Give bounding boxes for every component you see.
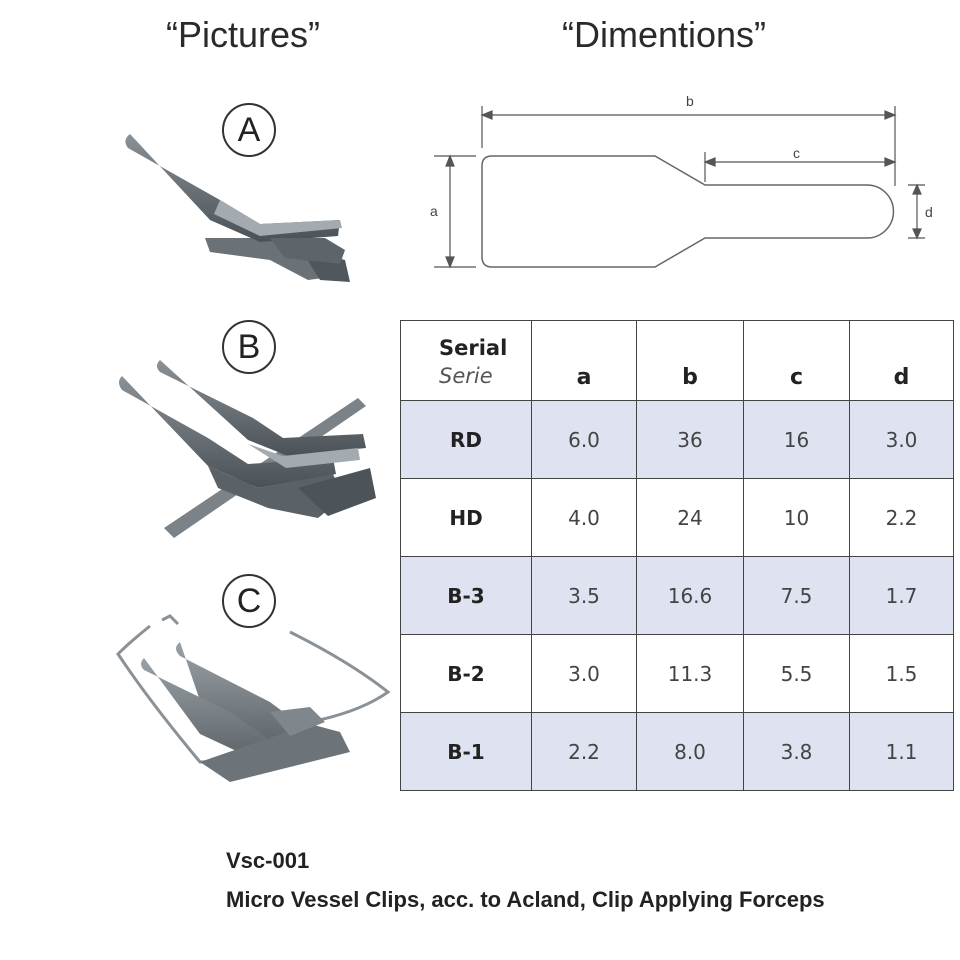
cell-c: 3.8 <box>743 712 850 791</box>
pictures-heading: “Pictures” <box>166 14 321 55</box>
cell-a: 6.0 <box>531 400 637 479</box>
cell-b: 8.0 <box>636 712 744 791</box>
cell-b: 24 <box>636 478 744 557</box>
table-row: HD 4.0 24 10 2.2 <box>400 478 954 557</box>
dimensions-drawing: b c a d <box>430 93 933 269</box>
label-c-text: C <box>236 582 262 620</box>
table-header-row: Serial Serie a b c d <box>400 320 954 401</box>
header-serial: Serial Serie <box>400 320 532 401</box>
cell-c: 16 <box>743 400 850 479</box>
cell-serial: B-3 <box>400 556 532 635</box>
table-row: B-1 2.2 8.0 3.8 1.1 <box>400 712 954 791</box>
cell-d: 1.7 <box>849 556 954 635</box>
cell-a: 4.0 <box>531 478 637 557</box>
cell-c: 7.5 <box>743 556 850 635</box>
header-serie-label: Serie <box>439 364 493 388</box>
product-description: Micro Vessel Clips, acc. to Acland, Clip… <box>226 887 825 912</box>
cell-c: 5.5 <box>743 634 850 713</box>
table-row: B-3 3.5 16.6 7.5 1.7 <box>400 556 954 635</box>
label-a-text: A <box>237 111 261 149</box>
cell-serial: B-1 <box>400 712 532 791</box>
cell-serial: RD <box>400 400 532 479</box>
cell-d: 3.0 <box>849 400 954 479</box>
dim-b-label: b <box>686 93 694 109</box>
cell-d: 2.2 <box>849 478 954 557</box>
clip-b-image <box>119 360 376 538</box>
cell-b: 11.3 <box>636 634 744 713</box>
dim-a-label: a <box>430 203 438 219</box>
cell-a: 3.0 <box>531 634 637 713</box>
table-row: B-2 3.0 11.3 5.5 1.5 <box>400 634 954 713</box>
table-row: RD 6.0 36 16 3.0 <box>400 400 954 479</box>
clip-a-image <box>125 134 350 282</box>
label-b-text: B <box>237 328 261 366</box>
label-c-circle: C <box>222 574 276 628</box>
header-c: c <box>743 320 850 401</box>
cell-d: 1.5 <box>849 634 954 713</box>
cell-b: 16.6 <box>636 556 744 635</box>
cell-c: 10 <box>743 478 850 557</box>
header-serial-label: Serial <box>439 336 508 360</box>
clip-c-image <box>116 614 391 782</box>
cell-a: 3.5 <box>531 556 637 635</box>
dimensions-table: Serial Serie a b c d RD 6.0 36 16 3.0 HD… <box>400 320 954 791</box>
header-b: b <box>636 320 744 401</box>
dim-d-label: d <box>925 204 933 220</box>
label-a-circle: A <box>222 103 276 157</box>
cell-d: 1.1 <box>849 712 954 791</box>
cell-a: 2.2 <box>531 712 637 791</box>
cell-serial: HD <box>400 478 532 557</box>
header-d: d <box>849 320 954 401</box>
dim-c-label: c <box>793 145 800 161</box>
label-b-circle: B <box>222 320 276 374</box>
header-a: a <box>531 320 637 401</box>
cell-b: 36 <box>636 400 744 479</box>
cell-serial: B-2 <box>400 634 532 713</box>
product-code: Vsc-001 <box>226 848 310 873</box>
dimensions-heading: “Dimentions” <box>562 14 767 55</box>
